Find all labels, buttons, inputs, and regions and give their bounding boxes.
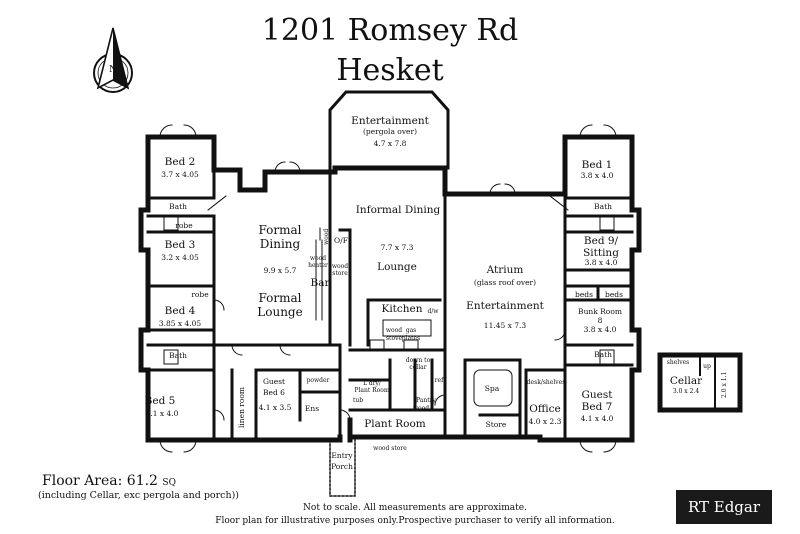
floor-area-value: Floor Area: 61.2 [42,473,158,489]
floor-area-note: (including Cellar, exc pergola and porch… [38,490,240,501]
room-plant-room: Plant Room [364,418,426,430]
room-ref: ref [434,377,444,384]
wood-store-mid-line1: wood [331,263,349,270]
room-bath-right-bottom: Bath [594,350,612,359]
floor-area-unit: SQ [162,478,176,488]
wood-heater-line1: wood [309,255,327,262]
wood-store-mid-line2: store [332,270,348,277]
room-cellar: Cellar [669,375,703,387]
room-bed3: Bed 3 [164,239,196,251]
room-bunk-line1: Bunk Room [578,307,622,316]
cellar-dims: 3.0 x 2.4 [672,388,700,395]
room-guest-bed6-line1: Guest [262,377,286,386]
laundry-tub: tub [352,397,364,404]
room-atrium: Atrium [486,264,524,276]
room-guest-bed6-line2: Bed 6 [263,388,285,397]
room-bed2: Bed 2 [164,156,196,168]
room-store: Store [485,420,507,429]
entry-porch-line2: Porch [331,462,353,471]
gas-plates-line1: gas [405,327,417,334]
room-pantry: Pantry [416,397,436,404]
agency-logo: RT Edgar [676,490,772,524]
pergola-note: (pergola over) [362,127,418,136]
room-guest-bed7-line1: Guest [581,389,613,401]
room-of: O/F [334,236,348,245]
room-bed4: Bed 4 [164,305,196,317]
kitchen-dw: d/w [427,308,439,315]
pantry-wood: wood [412,405,430,412]
guest-bed7-dims: 4.1 x 4.0 [580,414,614,423]
bed1-dims: 3.8 x 4.0 [580,171,614,180]
room-beds-2: beds [605,290,623,299]
room-bath-left-top: Bath [169,202,187,211]
room-beds-1: beds [575,290,593,299]
floor-area: Floor Area: 61.2 SQ [42,474,176,488]
cellar-up: up [703,363,711,370]
office-dims: 4.0 x 2.3 [528,417,562,426]
room-formal-dining-line1: Formal [258,223,302,237]
room-office: Office [529,403,561,415]
disclaimer-line2: Floor plan for illustrative purposes onl… [215,516,615,526]
room-powder: powder [306,377,330,384]
room-bed9-line2: Sitting [583,247,619,259]
bed2-dims: 3.7 x 4.05 [161,170,199,179]
formal-dining-dims: 9.9 x 5.7 [263,266,297,275]
pergola-dims: 4.7 x 7.8 [373,139,407,148]
wood-left-label: wood [323,228,330,245]
office-desk: desk/shelves [526,379,566,386]
room-formal-lounge-line2: Lounge [257,305,303,319]
laundry-line1: L'dry/ [363,380,381,387]
room-bed9-line1: Bed 9/ [583,235,619,247]
robe-left-top: robe [175,221,193,230]
cellar-side-dims: 2.0 x 1.1 [721,371,728,398]
room-wood-store: wood store [373,445,407,452]
guest-bed6-dims: 4.1 x 3.5 [258,403,292,412]
room-spa: Spa [484,384,500,393]
room-linen-room: linen room [237,386,246,428]
room-guest-bed7-line2: Bed 7 [581,401,613,413]
room-bar: Bar [310,277,330,289]
bed4-dims: 3.85 x 4.05 [158,319,202,328]
room-formal-dining-line2: Dining [259,237,301,251]
locality-title: Hesket [336,53,444,88]
bed9-dims: 3.8 x 4.0 [584,258,618,267]
atrium-entertainment: Entertainment [466,300,544,312]
robe-bed4: robe [191,290,209,299]
room-informal-dining: Informal Dining [355,204,441,216]
wood-heater-line2: heater [308,262,328,269]
wood-stove-line2: stove [385,335,403,342]
atrium-note: (glass roof over) [473,278,537,287]
gas-plates-line2: plates [401,335,421,342]
bed5-dims: 4.1 x 4.0 [145,409,179,418]
disclaimer-line1: Not to scale. All measurements are appro… [303,503,527,513]
room-formal-lounge-line1: Formal [258,291,302,305]
bed3-dims: 3.2 x 4.05 [161,253,199,262]
room-lounge: Lounge [377,261,417,273]
bunk-room-dims: 3.8 x 4.0 [583,325,617,334]
down-to-cellar-line2: cellar [409,364,427,371]
laundry-line2: Plant Room [354,387,390,394]
room-bunk-line2: 8 [597,316,603,325]
cellar-shelves: shelves [666,359,690,366]
wood-stove-line1: wood [385,327,403,334]
room-entertainment-pergola: Entertainment [351,115,429,127]
room-bed1: Bed 1 [581,159,613,171]
room-bath-right-top: Bath [594,202,612,211]
room-ens: Ens [304,404,320,413]
room-bed5: Bed 5 [144,395,176,407]
down-to-cellar-line1: down to [405,357,431,364]
address-title: 1201 Romsey Rd [261,13,519,48]
compass-label: N [109,65,117,75]
entry-porch-line1: Entry [331,451,353,460]
room-bath-left-bottom: Bath [169,351,187,360]
room-kitchen: Kitchen [381,303,423,315]
informal-dining-dims: 7.7 x 7.3 [380,243,414,252]
north-compass-icon [93,27,133,93]
atrium-dims: 11.45 x 7.3 [483,321,527,330]
